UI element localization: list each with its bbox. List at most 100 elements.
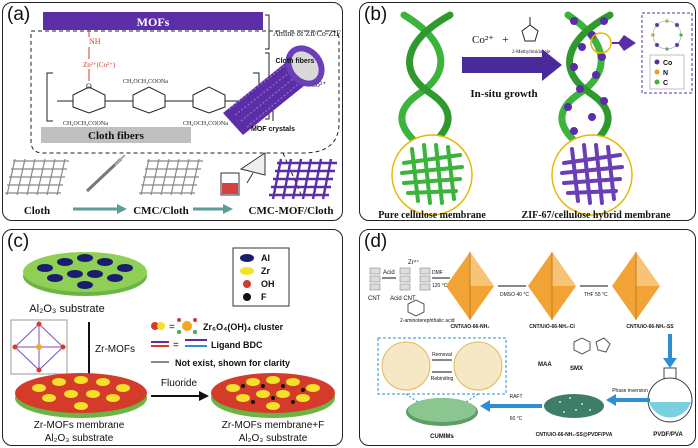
cluster-label: Zr₆O₄(OH)₄ cluster — [203, 322, 284, 332]
zoom-circle — [590, 32, 612, 54]
imprint-circle-left — [381, 341, 431, 391]
cellulose-fiber-twist — [398, 11, 454, 157]
not-exist-label: Not exist, shown for clarity — [175, 358, 290, 368]
legend-n-dot — [654, 69, 660, 75]
cloth-fibers-bar — [41, 127, 191, 143]
plus-label: + — [502, 32, 509, 46]
mof-cloth-mesh — [269, 158, 337, 200]
legend-al-dot — [240, 254, 254, 262]
legend-oh: OH — [261, 279, 275, 289]
legend-zr-dot — [240, 267, 254, 275]
ch2coona-label-1: CH₂OCH₂COONa — [123, 79, 168, 85]
n-subscript: n — [255, 123, 259, 131]
uio-octahedron-1 — [446, 252, 494, 320]
pure-membrane-mesh — [400, 143, 464, 205]
funnel-icon — [239, 152, 266, 184]
cloth-fibers-bar-label: Cloth fibers — [88, 130, 145, 142]
nh-label: NH — [89, 37, 101, 46]
smx-structure-icon — [573, 337, 611, 355]
removal-label: Removal — [432, 352, 452, 358]
ligand-lines — [151, 341, 169, 347]
mofs-label: MOFs — [137, 15, 170, 29]
cmc-cloth-mesh — [139, 158, 203, 196]
zif-fiber-twist — [558, 11, 614, 157]
membrane-right-top — [211, 373, 335, 413]
dmso-label: DMSO 40 °C — [500, 292, 529, 298]
cloth-mesh — [5, 158, 69, 196]
zif-crystals — [564, 17, 608, 153]
step-cmc-cloth: CMC/Cloth — [133, 205, 189, 217]
methylimidazole-icon — [521, 17, 539, 42]
beaker-icon — [220, 172, 240, 196]
co-label: Co²⁺ — [472, 34, 494, 46]
zif-crystal-icon — [618, 35, 636, 51]
fluoride-arrow-head — [199, 391, 209, 401]
ligand-bdc-icon — [185, 339, 207, 347]
cluster-dot-red — [151, 322, 159, 330]
svg-text:=: = — [173, 340, 179, 351]
zr-label: Zr⁴⁺ — [408, 259, 419, 266]
substrate-label: Al₂O₃ substrate — [29, 303, 104, 315]
step-arrows — [73, 204, 233, 214]
left-caption: Pure cellulose membrane — [378, 210, 486, 221]
panel-b-drawing: Co²⁺ + 2-Methylimidazole In-situ growth — [378, 11, 693, 221]
ch2coona-label-2: CH₂OCH₂COONa — [63, 121, 108, 127]
cnt-uio-cl-label: CNT/UiO-66-NH₂-Cl — [529, 324, 575, 330]
legend-co: Co — [663, 60, 672, 67]
flask-icon — [647, 367, 693, 423]
composite-speckles — [559, 397, 591, 413]
composite-disc — [544, 394, 604, 418]
uio-octahedron-2 — [528, 252, 576, 320]
step-cmc-mof-cloth: CMC-MOF/Cloth — [249, 205, 334, 217]
octahedral-cluster-icon — [10, 319, 68, 375]
maa-label: MAA — [538, 362, 552, 368]
membrane-right-line1: Zr-MOFs membrane+F — [222, 420, 325, 431]
membrane-left-top — [15, 373, 147, 413]
legend-n: N — [663, 70, 668, 77]
arrow-down-right-head — [663, 358, 677, 368]
ligand-label: Ligand BDC — [211, 340, 263, 350]
cumims-disc-top — [408, 398, 476, 422]
smx-label: SMX — [570, 366, 583, 372]
membrane-left-line2: Al₂O₃ substrate — [45, 433, 114, 444]
ch2coona-label-3: CH₂OCH₂COONa — [183, 121, 228, 127]
callout-dashed-outline — [30, 30, 340, 154]
fluoride-label: Fluoride — [161, 378, 198, 389]
acid-cnt-label: Acid CNT — [390, 296, 416, 302]
mof-crystals-label: MOF crystals — [251, 126, 295, 133]
panel-a-drawing: MOFs NH Zn²⁺(Co²⁺) O Amine of Zn/Co-ZIF … — [5, 12, 341, 217]
dmf-label: DMF — [432, 270, 443, 276]
legend-f: F — [261, 292, 267, 302]
brace-amine — [265, 14, 270, 50]
cloth-fibers-tube-label: Cloth fibers — [276, 58, 315, 65]
legend-c-dot — [654, 79, 660, 85]
cluster-structure-icon — [177, 318, 197, 334]
phase-label: Phase inversion — [612, 388, 648, 394]
rebinding-label: Rebinding — [431, 376, 454, 382]
hybrid-membrane-mesh — [560, 143, 624, 205]
legend-c: C — [663, 80, 668, 87]
framework-structure — [651, 19, 683, 51]
composite-label: CNT/UiO-66-NH₂-SS@PVDF/PVA — [536, 432, 613, 438]
raft-label: RAFT — [509, 394, 522, 400]
amino-acid-label: 2-aminoterephthalic acid — [400, 318, 455, 324]
panel-d-drawing: CNT Acid Acid CNT Zr⁴⁺ DMF 120 °C 2-amin… — [368, 252, 693, 440]
step-cloth: Cloth — [24, 205, 50, 217]
callout-leader — [282, 152, 304, 200]
in-situ-growth-arrow — [462, 49, 562, 81]
cumims-connector-left — [405, 393, 419, 403]
amine-label: Amine of Zn/Co-ZIF — [273, 29, 341, 38]
cnt-uio-ss-label: CNT/UiO-66-NH₂-SS — [626, 324, 674, 330]
cnt-uio-nh2-label: CNT/UiO-66-NH₂ — [451, 324, 490, 330]
benzene-icon — [407, 299, 425, 317]
mof-fiber-tube — [223, 45, 325, 135]
mofs-bar — [43, 12, 263, 30]
arrow-raft-head — [480, 400, 490, 412]
panel-c: Al₂O₃ substrate Zr-MOFs Al Zr OH F = — [2, 229, 343, 446]
cluster-dot-yellow — [157, 322, 165, 330]
cnt-tubes — [369, 267, 431, 291]
imprint-circle-right — [453, 341, 503, 391]
legend-oh-dot — [243, 280, 251, 288]
reagent-label: 2-Methylimidazole — [512, 50, 551, 55]
arrow-phase-inversion-head — [606, 394, 616, 406]
